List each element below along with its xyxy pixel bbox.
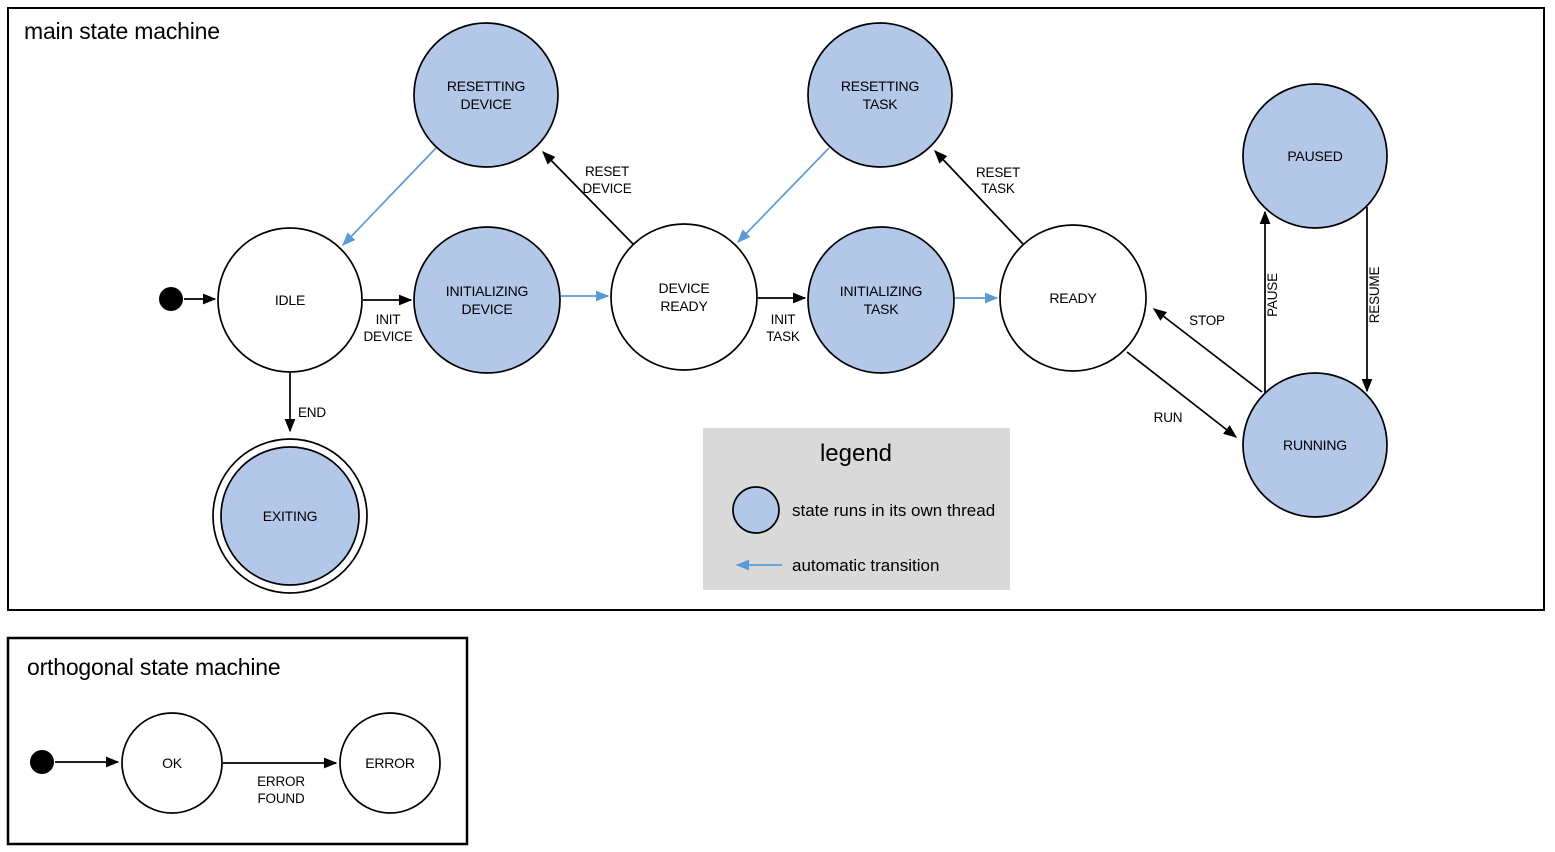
automatic-transition-resetting-task-to-device-ready-arrow [737,147,830,243]
state-resetting-task-circle [807,22,953,168]
transition-run-label: RUN [1154,410,1183,425]
transition-error-found-label-line2: FOUND [258,791,305,806]
state-initializing-device-label-line2: DEVICE [462,301,513,317]
transition-pause-label: PAUSE [1265,273,1280,317]
main-machine-frame [7,7,1545,611]
transition-reset-task-arrow [934,150,1024,245]
state-resetting-task-label-line2: TASK [863,96,899,112]
main-machine-title: main state machine [24,18,220,44]
state-initializing-device-circle [413,226,561,374]
state-initializing-device-label-line1: INITIALIZING [446,283,528,299]
transition-init-device-label-line1: INIT [376,312,401,327]
state-ok-circle [121,712,223,814]
transition-reset-device-label-line2: DEVICE [582,181,631,196]
legend-threaded-state-label: state runs in its own thread [792,501,995,520]
state-resetting-device-circle [413,22,559,168]
transition-error-found-label-line1: ERROR [257,774,305,789]
state-ready-label: READY [1049,290,1097,306]
transition-reset-task-label-line1: RESET [976,165,1020,180]
state-idle-label: IDLE [275,292,305,308]
state-paused-label: PAUSED [1287,148,1342,164]
state-idle-circle [217,227,363,373]
initial-state-dot [159,287,183,311]
state-resetting-device-label-line2: DEVICE [461,96,512,112]
state-initializing-task-label-line2: TASK [864,301,900,317]
state-paused-circle [1242,83,1388,229]
state-resetting-task-label-line1: RESETTING [841,78,919,94]
state-device-ready-label-line2: READY [660,298,708,314]
transition-init-task-label-line2: TASK [766,329,800,344]
legend-threaded-state-swatch [732,486,780,534]
legend-automatic-transition-label: automatic transition [792,556,939,575]
initial-state-dot-orthogonal [30,750,54,774]
transition-stop-arrow [1152,308,1263,393]
state-exiting-label: EXITING [263,508,318,524]
state-initializing-task-circle [807,226,955,374]
state-initializing-task-label-line1: INITIALIZING [840,283,922,299]
state-device-ready-circle [610,223,758,371]
transition-reset-device-label-line1: RESET [585,164,629,179]
orthogonal-machine-frame [6,636,469,846]
state-error-circle [339,712,441,814]
orthogonal-machine-title: orthogonal state machine [27,654,280,680]
automatic-transition-resetting-device-to-idle-arrow [342,147,437,246]
state-device-ready-label-line1: DEVICE [659,280,710,296]
transition-reset-task-label-line2: TASK [981,181,1015,196]
state-running-circle [1242,372,1388,518]
state-running-label: RUNNING [1283,437,1347,453]
state-exiting-circle [220,446,360,586]
transition-stop-label: STOP [1189,313,1225,328]
legend-title: legend [820,440,892,467]
state-ready-circle [999,224,1147,372]
transition-run-arrow [1126,351,1238,438]
transition-resume-label: RESUME [1367,267,1382,324]
transition-init-device-label-line2: DEVICE [363,329,412,344]
transition-reset-device-arrow [542,151,634,245]
transition-init-task-label-line1: INIT [771,312,796,327]
transition-end-label: END [298,405,326,420]
state-resetting-device-label-line1: RESETTING [447,78,525,94]
state-error-label: ERROR [365,755,415,771]
state-ok-label: OK [162,755,183,771]
